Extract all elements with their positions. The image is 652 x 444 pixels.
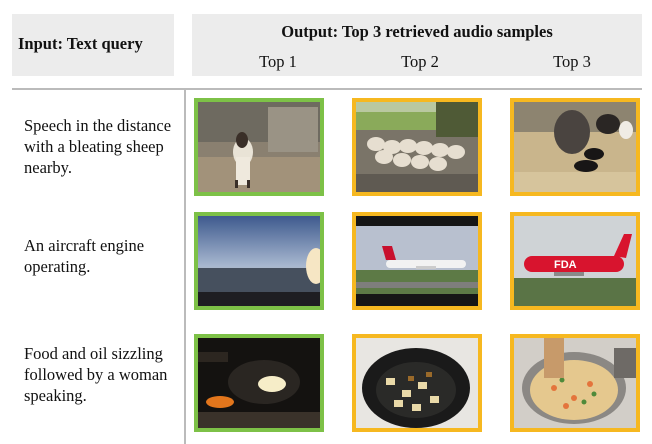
result-thumbnail-row1-top3[interactable] <box>510 98 640 196</box>
result-thumbnail-row1-top1[interactable] <box>194 98 324 196</box>
column-label-top3: Top 3 <box>553 52 591 71</box>
result-thumbnail-row2-top2[interactable] <box>352 212 482 310</box>
output-header-title: Output: Top 3 retrieved audio samples <box>281 22 553 41</box>
result-thumbnail-row3-top3[interactable] <box>510 334 640 432</box>
result-thumbnail-row1-top2[interactable] <box>352 98 482 196</box>
fda-airliner-image: FDA <box>514 216 636 306</box>
wok-vegetables-image <box>356 338 478 428</box>
sheep-lambs-image <box>514 102 636 192</box>
column-label-top2: Top 2 <box>401 52 439 71</box>
airplane-window-image <box>198 216 320 306</box>
result-thumbnail-row3-top1[interactable] <box>194 334 324 432</box>
query-text-row2: An aircraft engine operating. <box>24 236 145 276</box>
vertical-divider <box>184 88 186 444</box>
goat-image <box>198 102 320 192</box>
result-thumbnail-row2-top3[interactable]: FDA <box>510 212 640 310</box>
sheep-flock-image <box>356 102 478 192</box>
aircraft-livery-text: FDA <box>554 259 577 271</box>
query-text-row3: Food and oil sizzling followed by a woma… <box>24 344 168 405</box>
airliner-runway-image <box>356 216 478 306</box>
column-label-top1: Top 1 <box>259 52 297 71</box>
horizontal-divider <box>12 88 642 90</box>
query-text-row1: Speech in the distance with a bleating s… <box>24 116 172 177</box>
result-thumbnail-row3-top2[interactable] <box>352 334 482 432</box>
soup-pot-image <box>514 338 636 428</box>
output-header: Output: Top 3 retrieved audio samples To… <box>192 14 642 76</box>
result-thumbnail-row2-top1[interactable] <box>194 212 324 310</box>
input-header-title: Input: Text query <box>18 34 143 53</box>
input-header: Input: Text query <box>12 14 174 76</box>
frying-pan-image <box>198 338 320 428</box>
